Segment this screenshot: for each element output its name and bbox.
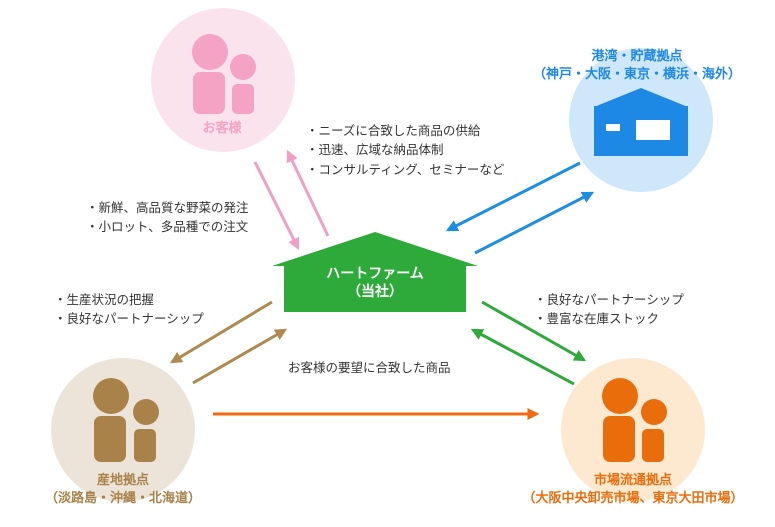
port-label-line1: 港湾・貯蔵拠点 bbox=[591, 49, 683, 64]
arrow-hub-to-market bbox=[481, 300, 587, 362]
order-notes: ・新鮮、高品質な野菜の発注 ・小ロット、多品種での注文 bbox=[86, 198, 249, 237]
order-note-1: ・新鮮、高品質な野菜の発注 bbox=[86, 200, 249, 215]
arrow-port-to-hub bbox=[445, 161, 581, 232]
port-label: 港湾・貯蔵拠点 （神戸・大阪・東京・横浜・海外） bbox=[533, 48, 741, 83]
warehouse-icon bbox=[594, 88, 688, 156]
market-label: 市場流通拠点 （大阪中央卸売市場、東京大田市場） bbox=[522, 472, 743, 507]
market-label-line1: 市場流通拠点 bbox=[593, 473, 673, 488]
market-node bbox=[561, 358, 705, 502]
customer-label: お客様 bbox=[202, 120, 241, 138]
producer-node bbox=[51, 358, 195, 502]
supply-note-1: ・ニーズに合致した商品の供給 bbox=[306, 123, 481, 138]
arrow-hub-to-port bbox=[474, 191, 595, 255]
arrow-customer-to-hub bbox=[253, 161, 300, 251]
order-note-2: ・小ロット、多品種での注文 bbox=[86, 219, 249, 235]
customer-node bbox=[151, 8, 295, 152]
market-notes: ・良好なパートナーシップ ・豊富な在庫ストック bbox=[534, 290, 684, 329]
supply-note-2: ・迅速、広域な納品体制 bbox=[306, 142, 444, 158]
producer-notes: ・生産状況の把握 ・良好なパートナーシップ bbox=[54, 290, 204, 329]
producer-label-line2: （淡路島・沖縄・北海道） bbox=[44, 490, 202, 506]
port-label-line2: （神戸・大阪・東京・横浜・海外） bbox=[532, 66, 742, 82]
hub-label-line2: （当社） bbox=[347, 284, 403, 301]
market-note-1: ・良好なパートナーシップ bbox=[534, 292, 684, 307]
arrow-hub-to-producer bbox=[169, 300, 273, 364]
flow-note: お客様の要望に合致した商品 bbox=[288, 358, 451, 377]
producer-note-1: ・生産状況の把握 bbox=[54, 292, 155, 307]
supply-note-3: ・コンサルティング、セミナーなど bbox=[306, 161, 505, 177]
arrow-hub-to-customer bbox=[286, 149, 330, 237]
hub-label-line1: ハートファーム bbox=[326, 266, 424, 282]
hub-house-shape bbox=[272, 232, 478, 312]
market-people-icon bbox=[602, 378, 667, 462]
arrow-producer-to-hub bbox=[192, 328, 288, 385]
market-note-2: ・豊富な在庫ストック bbox=[534, 311, 660, 327]
flow-note-text: お客様の要望に合致した商品 bbox=[288, 360, 451, 375]
customer-people-icon bbox=[192, 34, 256, 114]
market-label-line2: （大阪中央卸売市場、東京大田市場） bbox=[522, 490, 744, 506]
customer-label-text: お客様 bbox=[202, 121, 242, 136]
producer-people-icon bbox=[93, 378, 159, 462]
arrow-market-to-hub bbox=[470, 328, 575, 386]
hub-label: ハートファーム （当社） bbox=[326, 265, 424, 301]
producer-label: 産地拠点 （淡路島・沖縄・北海道） bbox=[45, 472, 201, 507]
supply-notes: ・ニーズに合致した商品の供給 ・迅速、広域な納品体制 ・コンサルティング、セミナ… bbox=[306, 121, 504, 179]
port-node bbox=[569, 48, 713, 192]
producer-label-line1: 産地拠点 bbox=[96, 473, 150, 488]
producer-note-2: ・良好なパートナーシップ bbox=[54, 311, 204, 327]
